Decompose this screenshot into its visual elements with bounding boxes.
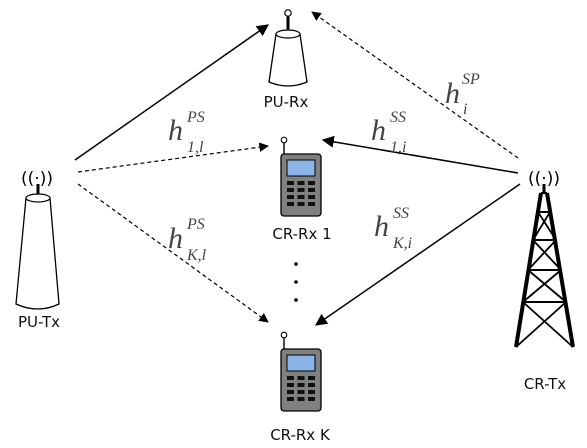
svg-text:h: h [374,210,389,243]
svg-text:SS: SS [390,109,406,126]
channel-label-h-1i-ss: h SS 1,i [371,109,406,156]
channel-label-h-ki-ss: h SS K,i [374,205,412,252]
svg-text:h: h [168,114,183,147]
svg-text:h: h [371,114,386,147]
cr-rx-k-phone [280,331,322,412]
link-crtx-to-crrx1 [321,135,519,174]
pu-rx-tower [268,9,308,87]
pu-rx-label: PU-Rx [264,93,309,111]
link-putx-to-crrx1 [77,142,269,173]
svg-text:SP: SP [462,71,480,88]
receiver-ellipsis [294,262,298,302]
channel-label-h-1l-ps: h PS 1,l [168,109,205,156]
svg-text:PS: PS [186,109,205,126]
pu-tx-label: PU-Tx [18,313,60,331]
pu-tx-tower: ((·)) [15,169,60,310]
svg-text:h: h [445,77,460,110]
svg-text:K,l: K,l [186,247,207,264]
link-putx-to-purx [74,24,269,161]
svg-text:K,i: K,i [392,235,412,252]
svg-text:h: h [168,222,183,255]
svg-text:PS: PS [186,216,205,233]
link-crtx-to-purx [311,11,519,159]
link-crtx-to-crrxk [315,183,521,326]
svg-text:i: i [463,101,467,118]
svg-text:1,l: 1,l [187,139,204,156]
signal-icon: ((·)) [528,169,560,189]
cr-rx-1-phone [280,136,322,217]
svg-text:1,i: 1,i [390,139,406,156]
channel-label-h-i-sp: h SP i [445,71,480,118]
cr-tx-tower: ((·)) [514,169,575,348]
cr-rx-1-label: CR-Rx 1 [272,225,331,243]
signal-icon: ((·)) [21,169,53,189]
channel-label-h-kl-ps: h PS K,l [168,216,207,264]
svg-text:SS: SS [393,205,409,222]
cr-rx-k-label: CR-Rx K [270,426,331,444]
cr-tx-label: CR-Tx [524,375,566,393]
